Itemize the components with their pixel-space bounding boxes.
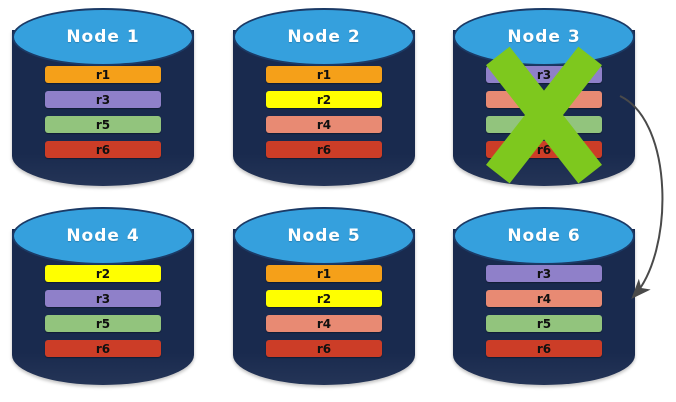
node-1-top: Node 1 xyxy=(12,8,194,66)
node-2-record-r6[interactable]: r6 xyxy=(266,141,382,158)
node-3-record-r5[interactable]: r5 xyxy=(486,116,602,133)
node-6-records: r3 r4 r5 r6 xyxy=(486,265,602,357)
node-6[interactable]: Node 6 r3 r4 r5 r6 xyxy=(453,207,635,386)
node-6-label: Node 6 xyxy=(507,226,581,246)
node-4-record-r3[interactable]: r3 xyxy=(45,290,161,307)
node-3-record-r6[interactable]: r6 xyxy=(486,141,602,158)
node-5-record-r2[interactable]: r2 xyxy=(266,290,382,307)
node-1-label: Node 1 xyxy=(66,27,140,47)
node-2-label: Node 2 xyxy=(287,27,361,47)
node-4-record-r6[interactable]: r6 xyxy=(45,340,161,357)
node-1-record-r3[interactable]: r3 xyxy=(45,91,161,108)
node-1-record-r1[interactable]: r1 xyxy=(45,66,161,83)
node-2-top: Node 2 xyxy=(233,8,415,66)
node-5-records: r1 r2 r4 r6 xyxy=(266,265,382,357)
node-5-record-r6[interactable]: r6 xyxy=(266,340,382,357)
node-3-label: Node 3 xyxy=(507,27,581,47)
node-2-records: r1 r2 r4 r6 xyxy=(266,66,382,158)
node-3-record-r4[interactable]: r4 xyxy=(486,91,602,108)
node-5[interactable]: Node 5 r1 r2 r4 r6 xyxy=(233,207,415,386)
node-4[interactable]: Node 4 r2 r3 r5 r6 xyxy=(12,207,194,386)
node-2[interactable]: Node 2 r1 r2 r4 r6 xyxy=(233,8,415,187)
node-6-top: Node 6 xyxy=(453,207,635,265)
node-5-top: Node 5 xyxy=(233,207,415,265)
node-3-record-r3[interactable]: r3 xyxy=(486,66,602,83)
node-6-record-r3[interactable]: r3 xyxy=(486,265,602,282)
node-5-label: Node 5 xyxy=(287,226,361,246)
node-4-record-r5[interactable]: r5 xyxy=(45,315,161,332)
node-5-record-r4[interactable]: r4 xyxy=(266,315,382,332)
node-4-top: Node 4 xyxy=(12,207,194,265)
node-2-record-r1[interactable]: r1 xyxy=(266,66,382,83)
node-4-records: r2 r3 r5 r6 xyxy=(45,265,161,357)
node-6-record-r6[interactable]: r6 xyxy=(486,340,602,357)
node-1[interactable]: Node 1 r1 r3 r5 r6 xyxy=(12,8,194,187)
node-5-record-r1[interactable]: r1 xyxy=(266,265,382,282)
node-1-record-r5[interactable]: r5 xyxy=(45,116,161,133)
node-3-records: r3 r4 r5 r6 xyxy=(486,66,602,158)
node-6-record-r5[interactable]: r5 xyxy=(486,315,602,332)
node-1-records: r1 r3 r5 r6 xyxy=(45,66,161,158)
node-3[interactable]: Node 3 r3 r4 r5 r6 xyxy=(453,8,635,187)
node-3-top: Node 3 xyxy=(453,8,635,66)
node-2-record-r2[interactable]: r2 xyxy=(266,91,382,108)
node-1-record-r6[interactable]: r6 xyxy=(45,141,161,158)
node-2-record-r4[interactable]: r4 xyxy=(266,116,382,133)
node-6-record-r4[interactable]: r4 xyxy=(486,290,602,307)
node-4-record-r2[interactable]: r2 xyxy=(45,265,161,282)
node-4-label: Node 4 xyxy=(66,226,140,246)
